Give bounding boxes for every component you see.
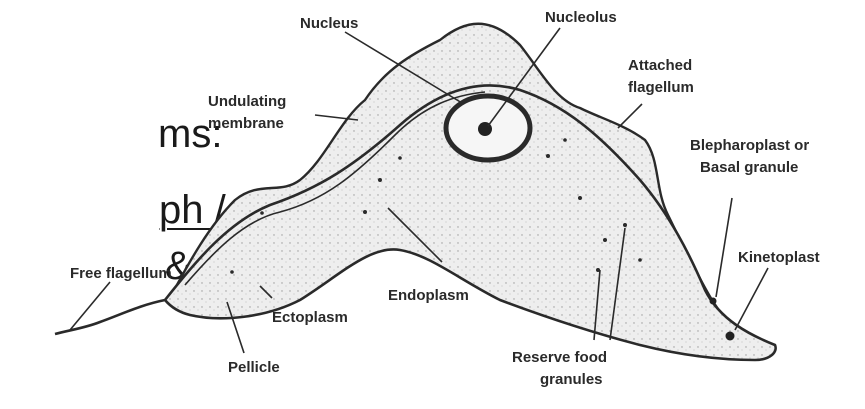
- blepharoplast: [710, 298, 717, 305]
- kinetoplast: [726, 332, 735, 341]
- label-nucleolus: Nucleolus: [545, 9, 617, 26]
- label-reserve-food-2: granules: [540, 371, 603, 388]
- label-undulating-membrane-2: membrane: [208, 115, 284, 132]
- label-undulating-membrane-1: Undulating: [208, 93, 286, 110]
- label-pellicle: Pellicle: [228, 359, 280, 376]
- label-attached-flagellum-2: flagellum: [628, 79, 694, 96]
- label-nucleus: Nucleus: [300, 15, 358, 32]
- label-attached-flagellum-1: Attached: [628, 57, 692, 74]
- label-ectoplasm: Ectoplasm: [272, 309, 348, 326]
- label-blepharoplast-1: Blepharoplast or: [690, 137, 809, 154]
- label-kinetoplast: Kinetoplast: [738, 249, 820, 266]
- label-free-flagellum: Free flagellum: [70, 265, 172, 282]
- label-reserve-food-1: Reserve food: [512, 349, 607, 366]
- label-blepharoplast-2: Basal granule: [700, 159, 798, 176]
- label-endoplasm: Endoplasm: [388, 287, 469, 304]
